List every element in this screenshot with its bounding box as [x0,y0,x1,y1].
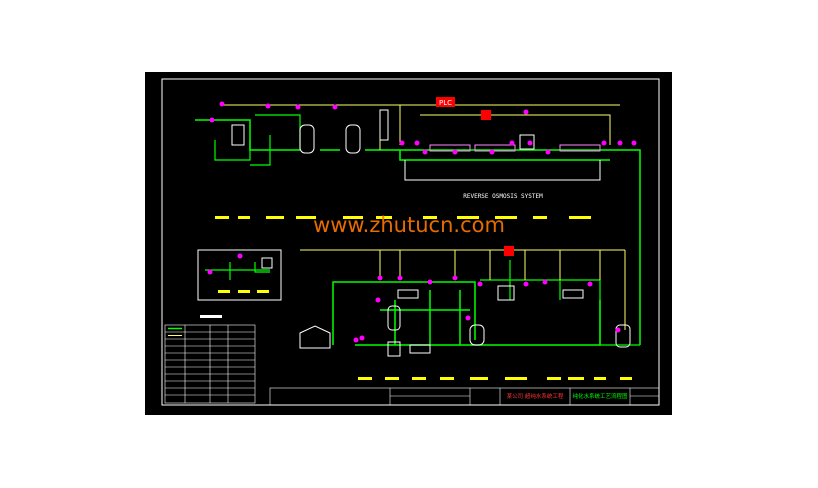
raw-water-tank [231,124,245,146]
system-label: REVERSE OSMOSIS SYSTEM [463,193,543,200]
high-pressure-pump [519,134,535,150]
title-block-company: 某公司 超纯水系统工程 [507,392,564,400]
sampling-panel [197,249,282,301]
plc-box: PLC [436,97,491,120]
storage-tank [469,324,485,346]
drawing-sheet [145,72,672,415]
final-pump [497,285,515,301]
polishing-filter [409,344,431,354]
ro-membrane-1 [429,144,471,152]
ro-membrane-2 [474,144,516,152]
bottom-pipeline [300,249,640,346]
equipment-labels-row2 [358,377,632,380]
valves-top [209,101,637,155]
plc-controller-2 [504,246,514,256]
product-tank [615,324,631,348]
legend-table [164,315,256,404]
terminal-filter [562,289,584,299]
edi-tank [387,305,401,331]
title-block-drawing-name: 纯化水系统工艺流程图 [572,392,628,400]
ro-membrane-3 [559,144,601,152]
valves-bottom [353,275,621,343]
carbon-filter [345,124,361,154]
sand-filter [299,124,315,154]
equipment-labels-row1 [215,216,591,219]
edi-module [387,341,401,357]
top-equipment [231,109,601,154]
pure-water-building [299,325,331,349]
title-block [269,387,660,406]
watermark: www.zhutucn.com [313,213,505,237]
uv-sterilizer [397,289,419,299]
plc-controller [481,110,491,120]
security-filter [379,109,389,141]
plc-label: PLC [439,99,452,107]
bottom-equipment [299,285,631,357]
